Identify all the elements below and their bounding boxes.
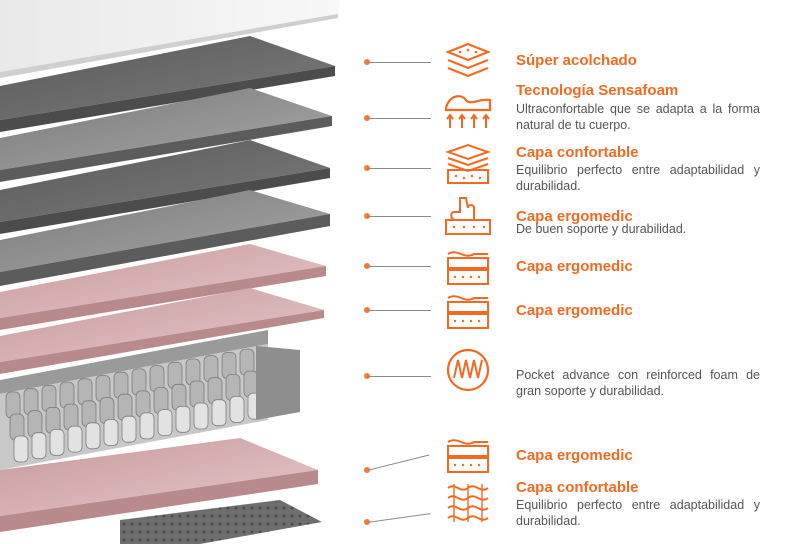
layer-grey-3: [0, 140, 330, 234]
feature-title: Capa confortable: [516, 144, 639, 161]
feature-title: Capa confortable: [516, 479, 639, 496]
spring-coil: [175, 405, 191, 433]
spring-coil: [67, 425, 83, 453]
spring-coil: [121, 415, 137, 443]
feature-description: Equilibrio perfecto entre adaptabilidad …: [516, 498, 760, 528]
spring-coil: [31, 432, 47, 460]
stacked-foam-icon: [440, 142, 496, 186]
woven-fabric-icon: [440, 480, 496, 524]
connector-line: [367, 454, 430, 471]
feature-title: Capa ergomedic: [516, 258, 633, 275]
feature-description: Equilibrio perfecto entre adaptabilidad …: [516, 163, 760, 193]
spring-coil: [85, 422, 101, 450]
spring-coil: [211, 399, 227, 427]
coil-spring-icon: [440, 348, 496, 392]
pressure-relief-icon: [440, 88, 496, 132]
spring-coil: [229, 395, 245, 423]
spring-coil: [157, 409, 173, 437]
connector-line: [367, 266, 431, 267]
feature-title: Capa ergomedic: [516, 302, 633, 319]
layer-pink-1: [0, 244, 326, 330]
layer-grey-2: [0, 88, 332, 182]
feature-title: Tecnología Sensafoam: [516, 82, 679, 99]
connector-line: [367, 118, 431, 119]
feature-description: Ultraconfortable que se adapta a la form…: [516, 102, 760, 132]
layer-grey-4: [0, 190, 330, 286]
connector-line: [367, 216, 431, 217]
layer-grey-1: [0, 36, 335, 132]
hand-press-icon: [440, 194, 496, 238]
feature-description: Pocket advance con reinforced foam de gr…: [516, 368, 760, 398]
layer-pocket-springs: [0, 330, 300, 470]
layer-base: [120, 500, 322, 544]
foam-slab-icon: [440, 246, 496, 290]
spring-coil: [139, 412, 155, 440]
quilted-layers-icon: [440, 40, 496, 84]
connector-line: [367, 376, 431, 377]
feature-description: De buen soporte y durabilidad.: [516, 222, 687, 236]
connector-line: [367, 310, 431, 311]
feature-title: Súper acolchado: [516, 52, 637, 69]
connector-line: [367, 513, 431, 523]
layer-pink-3: [0, 438, 318, 532]
spring-coil: [193, 402, 209, 430]
spring-coil: [49, 428, 65, 456]
mattress-layers-illustration: [0, 0, 340, 544]
spring-coil: [13, 435, 29, 463]
connector-line: [367, 62, 431, 63]
foam-slab-icon: [440, 434, 496, 478]
feature-title: Capa ergomedic: [516, 447, 633, 464]
feature-title: Capa ergomedic: [516, 208, 633, 225]
layer-pink-2: [0, 288, 324, 374]
foam-slab-icon: [440, 290, 496, 334]
connector-line: [367, 168, 431, 169]
spring-coil: [103, 419, 119, 446]
layer-top-cover: [0, 0, 340, 78]
